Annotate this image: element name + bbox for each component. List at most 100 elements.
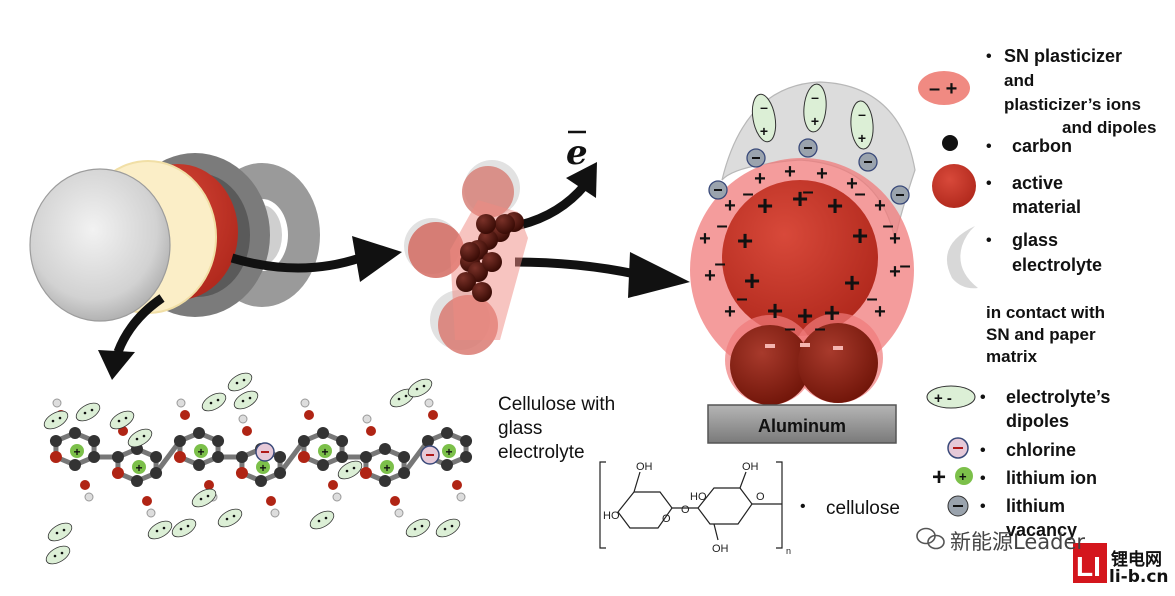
chain-link [154,439,182,475]
dipole-plus: + [858,130,866,146]
dipole-dot [90,408,94,412]
chain-atom [150,451,163,463]
hydrogen-atom [300,398,310,408]
svg-text:+: + [932,464,946,491]
cellulose-glass-line-3: electrolyte [498,442,585,463]
aluminum-collector [707,404,897,444]
plus-charge: + [889,261,901,283]
cellulose-glass-line-2: glass [498,418,543,439]
legend-symbols: – + + - + + [918,71,978,517]
chain-atom [421,435,434,447]
legend-bullet: • [980,389,986,406]
lithium-ion [256,460,270,474]
lithium-ion [380,460,394,474]
plus-charge: + [757,190,773,221]
minus-charge: – [714,253,725,275]
legend-sn-line-2: and [1004,71,1035,90]
legend-contact-line-2: SN and paper [986,325,1096,344]
chain-atom [460,451,473,463]
plus-charge: + [699,228,711,250]
chain-atom [49,451,62,463]
legend-carbon-symbol [942,135,958,151]
arrowhead-2 [628,252,690,298]
dipole-dot [58,416,62,420]
cellulose-glass-line-1: Cellulose with [498,394,616,415]
electron-symbol: e [566,133,588,173]
active-particle [462,166,514,218]
lithium-plus: + [445,445,452,459]
chain-atom [111,451,124,463]
oxygen-atom [328,480,338,490]
active-particle [408,222,464,278]
chain-atom [336,451,349,463]
floating-dipole [407,378,433,398]
hydrogen-atom [176,398,186,408]
arrowhead-cellulose [98,350,135,380]
dipole-dot [162,526,166,530]
carbon-particle [730,325,810,405]
formula-oh: OH [742,461,759,473]
legend-vacancy-line-1: lithium [1006,496,1065,516]
dipole-dot [352,466,356,470]
dipole-dot [248,396,252,400]
chain-atom [193,427,205,439]
wechat-icon [916,527,945,550]
dipole-dot [397,397,401,401]
chain-atom [131,475,143,487]
plus-charge: + [824,297,840,328]
chain-atom [274,467,287,479]
hydrogen-atom [362,414,372,424]
oxygen-atom [242,426,252,436]
legend-glass-line-2: electrolyte [1012,255,1103,275]
dipole-dot [206,494,210,498]
dipole-dot [199,497,203,501]
carbon-bead [495,214,515,234]
dipole-dot [345,469,349,473]
legend-sn-symbol: – + [918,71,970,105]
arrow-particles-to-active [514,257,641,280]
legend-lithium-ion-label: lithium ion [1006,468,1097,488]
dipole-dot [83,411,87,415]
dipole-dot [216,398,220,402]
oxygen-atom [452,480,462,490]
plus-charge: + [724,301,736,323]
plus-charge: + [827,190,843,221]
oxygen-atom [142,496,152,506]
plus-charge: + [754,168,766,190]
legend-sn-line-1: SN plasticizer [1004,46,1123,66]
formula-oh: OH [712,543,729,555]
plus-charge: + [767,295,783,326]
oxygen-atom [80,480,90,490]
hydrogen-atom [84,492,94,502]
lithium-plus: + [73,445,80,459]
lithium-plus: + [259,461,266,475]
cellulose-label: cellulose [826,498,900,519]
chain-link [278,439,306,475]
legend-bullet: • [986,232,992,249]
chain-atom [69,459,81,471]
oxygen-atom [304,410,314,420]
legend-dipoles-line-1: electrolyte’s [1006,387,1111,407]
dipole-dot [209,401,213,405]
hydrogen-atom [456,492,466,502]
carbon-bead [456,272,476,292]
legend-bullet: • [986,48,992,65]
formula-ho: HO [690,491,707,503]
dipole-dot [415,387,419,391]
chain-atom [173,451,186,463]
hydrogen-atom [394,508,404,518]
legend-glass-symbol [946,226,978,289]
arrowhead-electron [566,162,597,198]
ch2oh-bond [739,471,747,489]
dipole-dot [443,527,447,531]
chain-atom [193,459,205,471]
lithium-plus: + [135,461,142,475]
dipole-dot [142,434,146,438]
formula-subscript: n [786,546,791,556]
plus-charge: + [704,265,716,287]
dipole-dot [117,419,121,423]
dipole-dot [404,394,408,398]
shell-dipole [803,83,827,133]
dipole-dot [422,384,426,388]
